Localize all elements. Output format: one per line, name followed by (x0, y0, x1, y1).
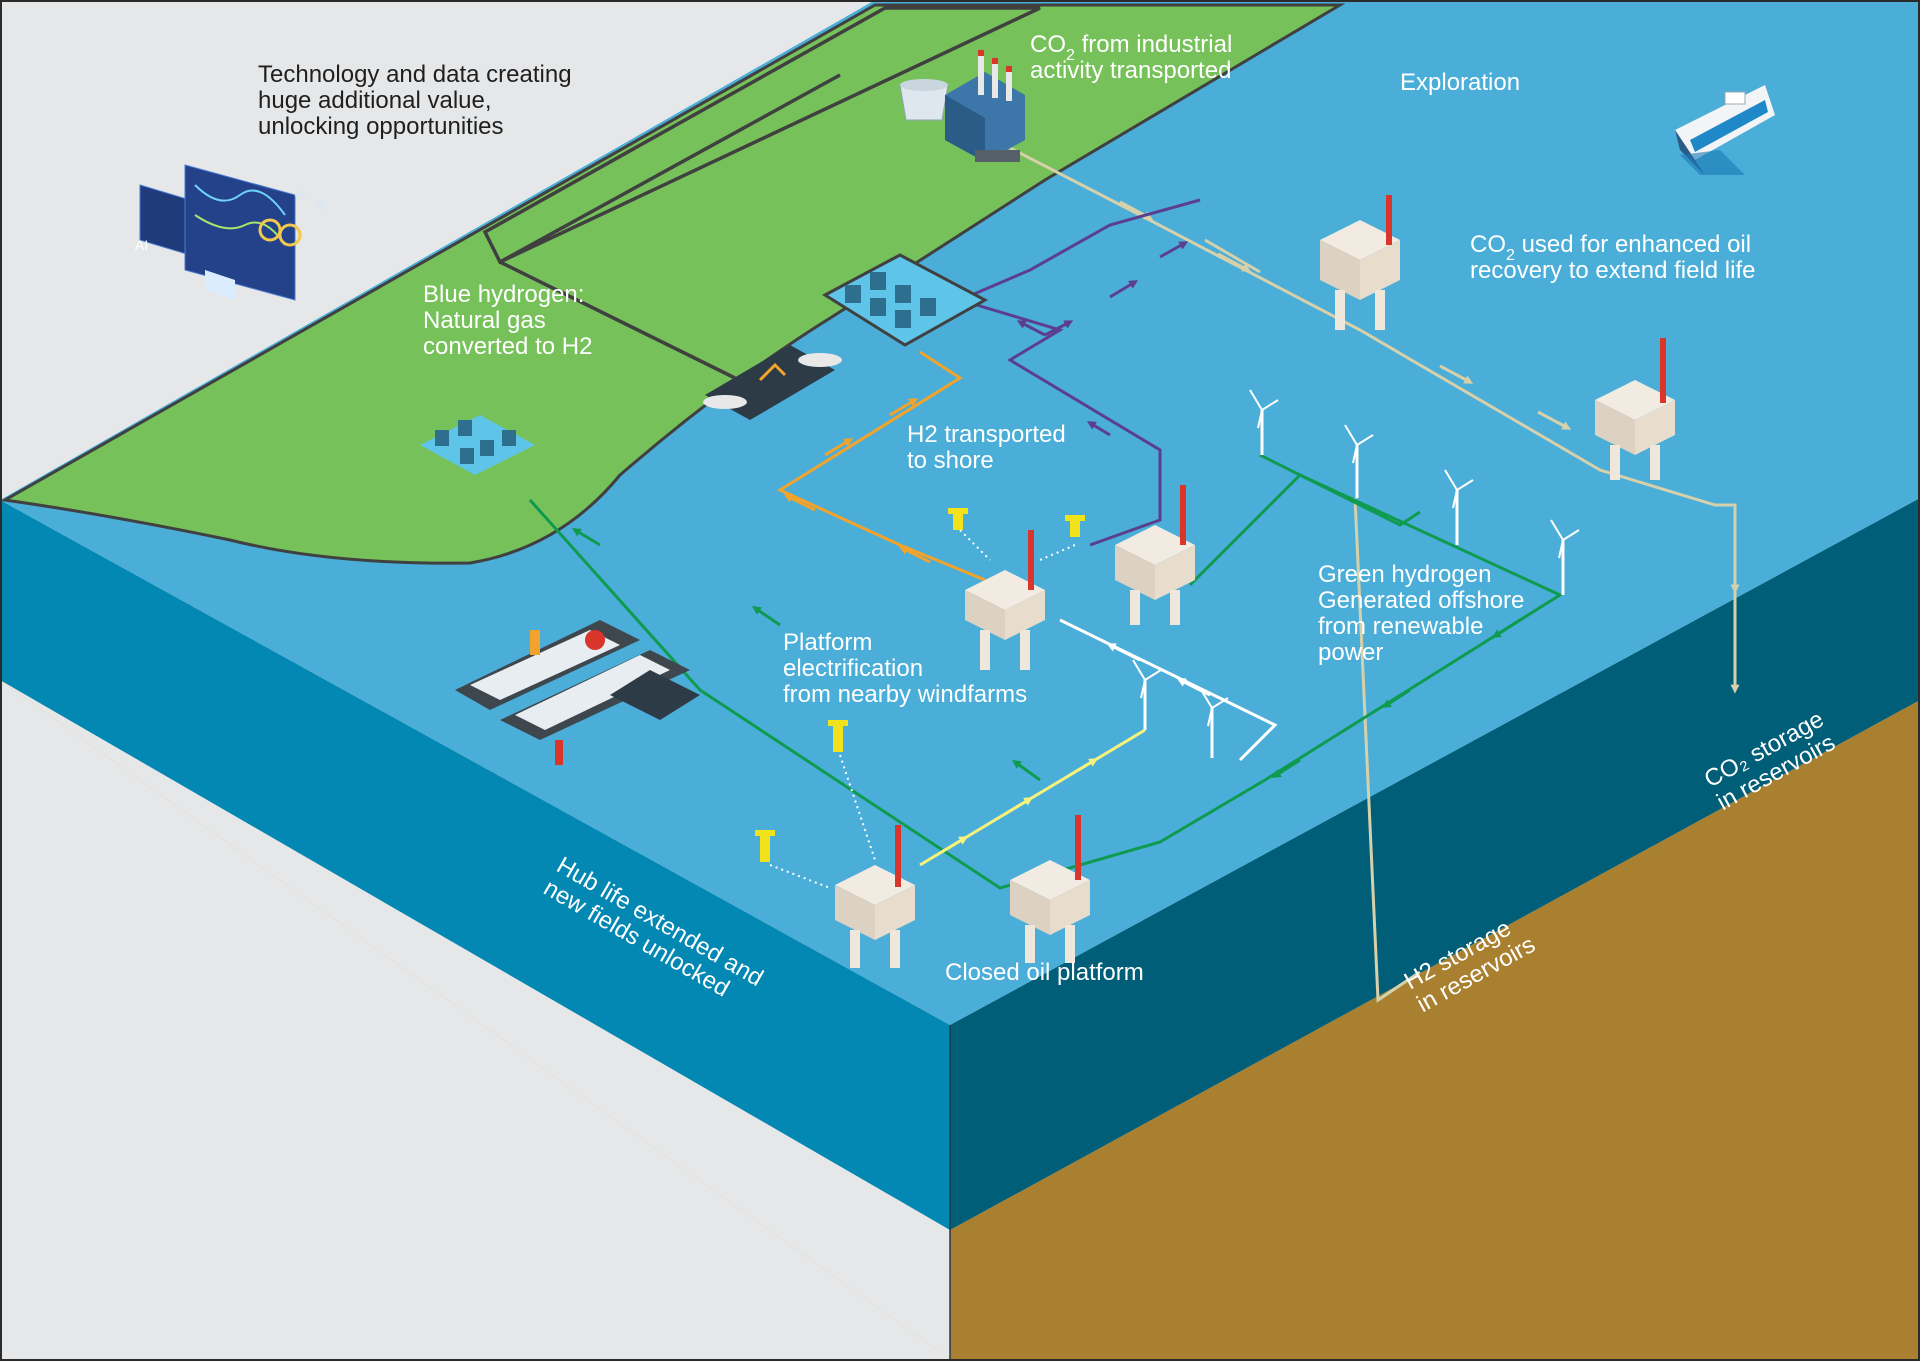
gas-arrow-3 (1044, 320, 1074, 337)
co2-arrow-2 (1217, 252, 1252, 272)
wind-turbine-1-icon (1249, 389, 1279, 455)
oil-platform-5-icon (835, 825, 915, 968)
gas-arrow-5 (1159, 241, 1189, 259)
land-inner-edge (499, 73, 841, 264)
oil-platform-3-icon (1115, 485, 1195, 625)
background-lower-left (0, 680, 950, 1361)
power-arrow-2 (1176, 678, 1211, 697)
gas-arrow-4 (1109, 280, 1139, 299)
background-top-left (0, 0, 875, 500)
seabed-right-face (950, 700, 1920, 1361)
water-front-face (0, 500, 950, 1230)
water-right-face (950, 498, 1920, 1230)
wind-turbine-3-icon (1444, 469, 1474, 545)
hydrogen-plant-module-2-icon (822, 253, 989, 347)
platform-electrification-label: Platform electrification from nearby win… (783, 629, 1027, 708)
h2-arrow-1 (898, 546, 931, 564)
buoy-4-icon (755, 830, 775, 862)
green-arrow-2 (1381, 688, 1411, 708)
oil-platform-1-icon (1320, 195, 1400, 330)
green-arrow-6 (571, 528, 601, 547)
technology-label: Technology and data creating huge additi… (258, 61, 578, 140)
elec-arrow-1 (939, 836, 969, 855)
gas-arrow-1 (1086, 421, 1111, 437)
buoy-link-2 (1039, 544, 1076, 561)
port-icon (703, 345, 842, 420)
green-hydrogen-branch (1188, 473, 1302, 587)
zone-divider (499, 260, 736, 380)
h2-arrow-2 (783, 494, 816, 512)
closed-platform-label: Closed oil platform (945, 959, 1144, 986)
exploration-label: Exploration (1400, 69, 1520, 96)
wind-turbine-6-icon (1199, 687, 1229, 758)
power-arrow-1 (1106, 643, 1141, 662)
co2-pipeline (1009, 146, 1737, 690)
exploration-ship-icon (1675, 85, 1775, 175)
buoy-3-icon (828, 720, 848, 752)
h2-storage-pipe (1353, 497, 1421, 1003)
elec-arrow-3 (1069, 758, 1099, 777)
co2-eor-label: CO2 used for enhanced oil recovery to ex… (1470, 231, 1758, 284)
green-hydrogen-label: Green hydrogen Generated offshore from r… (1318, 561, 1531, 666)
hydrogen-plant-module-1-icon (420, 415, 535, 475)
buoy-link-3 (839, 754, 876, 861)
gas-arrow-2 (1016, 320, 1046, 337)
wind-turbine-5-icon (1132, 659, 1162, 730)
vessel-fleet-icon (455, 620, 700, 765)
elec-arrow-2 (1004, 797, 1034, 816)
h2-transport-pipeline (776, 350, 986, 582)
green-hydrogen-loop (1299, 473, 1421, 527)
co2-industrial-label: CO2 from industrial activity transported (1030, 31, 1239, 84)
closed-oil-platform-icon (1010, 815, 1090, 963)
h2-arrow-4 (889, 398, 919, 417)
h2-transported-label: H2 transported to shore (907, 421, 1072, 474)
green-arrow-4 (1012, 759, 1041, 782)
buoy-link-1 (959, 529, 991, 561)
gas-pipeline (955, 198, 1201, 547)
green-arrow-1 (1491, 618, 1521, 638)
blue-hydrogen-zone-outline (482, 6, 1041, 265)
oil-platform-2-icon (1595, 338, 1675, 480)
ai-badge: AI (135, 237, 148, 253)
oil-platform-4-icon (965, 530, 1045, 670)
co2-arrow-3 (1439, 364, 1474, 384)
buoy-2-icon (1065, 515, 1085, 537)
wind-turbine-4-icon (1550, 519, 1580, 595)
technology-dashboard-icon: AI (135, 164, 327, 301)
co2-exploration-branch (1204, 238, 1261, 274)
buoy-1-icon (948, 508, 968, 530)
green-arrow-3 (1271, 758, 1301, 778)
wind-turbine-2-icon (1344, 424, 1374, 498)
h2-arrow-3 (824, 438, 854, 457)
industrial-plant-icon (899, 50, 1025, 162)
green-arrow-5 (752, 605, 781, 627)
co2-arrow-4 (1537, 410, 1572, 430)
blue-hydrogen-label: Blue hydrogen: Natural gas converted to … (423, 281, 592, 360)
